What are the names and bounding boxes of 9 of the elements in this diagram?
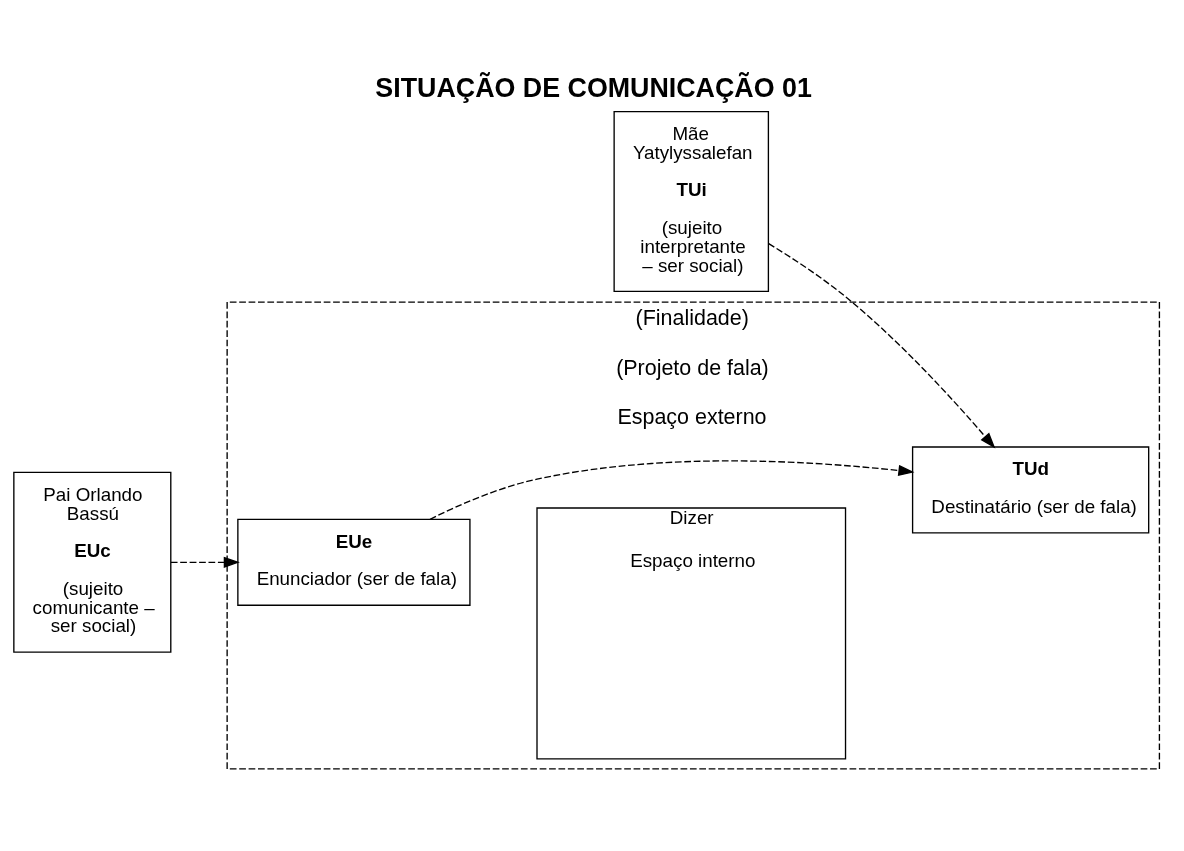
node-box: Mãe Yatylyssalefan TUi (sujeito interpretante – ser social) [613,110,770,293]
arrow [170,556,240,568]
node-box: EUe Enunciador (ser de fala) [237,518,471,606]
node-box: Pai Orlando Bassú EUc (sujeito comunicante – ser social) [13,471,172,653]
node-box: TUd Destinatário (ser de fala) [911,446,1150,534]
arrow [768,243,996,449]
node-box: Dizer Espaço interno [536,507,847,760]
arrow [429,460,915,520]
diagram-title: SITUAÇÃO DE COMUNICAÇÃO 01 [375,72,812,103]
